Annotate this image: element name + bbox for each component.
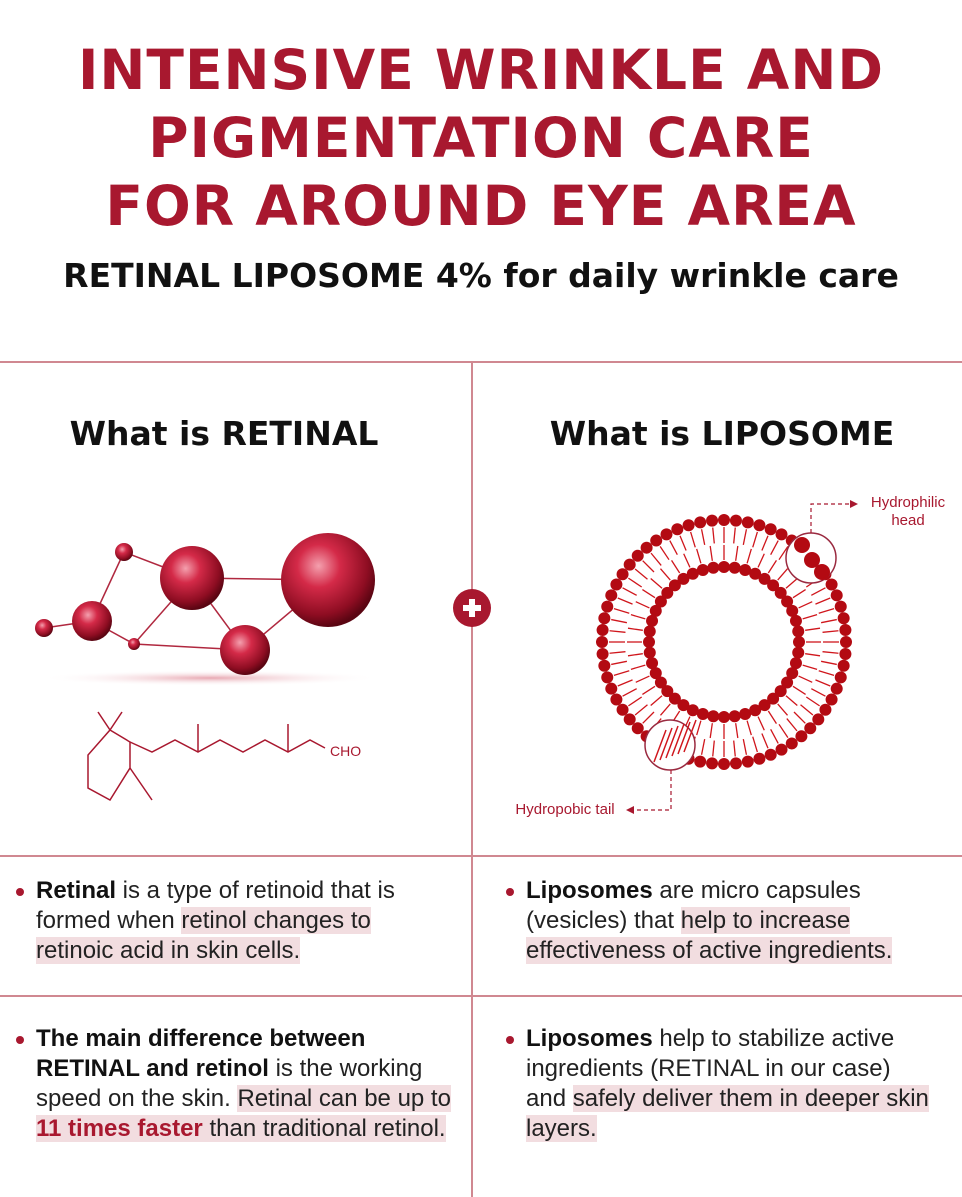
hydrophilic-label: Hydrophilic head — [870, 494, 946, 529]
hydrophobic-label: Hydropobic tail — [515, 801, 615, 818]
retinal-point-1: Retinal is a type of retinoid that is fo… — [16, 876, 446, 966]
retinal-point-2: The main difference between RETINAL and … — [16, 1024, 456, 1144]
divider — [0, 995, 962, 997]
molecule-icon — [35, 533, 380, 686]
bullet-icon — [16, 1036, 24, 1044]
formula-label: CHO — [330, 743, 361, 759]
retinal-heading: What is RETINAL — [69, 414, 379, 453]
bullet-icon — [506, 1036, 514, 1044]
liposome-heading: What is LIPOSOME — [549, 414, 895, 453]
divider — [471, 362, 473, 1197]
liposome-point-1: Liposomes are micro capsules (vesicles) … — [506, 876, 936, 966]
plus-icon — [453, 589, 491, 627]
divider — [0, 855, 962, 857]
liposome-point-2: Liposomes help to stabilize active ingre… — [506, 1024, 936, 1144]
subtitle: RETINAL LIPOSOME 4% for daily wrinkle ca… — [63, 256, 899, 295]
retinal-structure-icon — [87, 711, 326, 801]
liposome-icon — [596, 514, 852, 771]
bullet-icon — [16, 888, 24, 896]
divider — [0, 361, 962, 363]
bullet-icon — [506, 888, 514, 896]
